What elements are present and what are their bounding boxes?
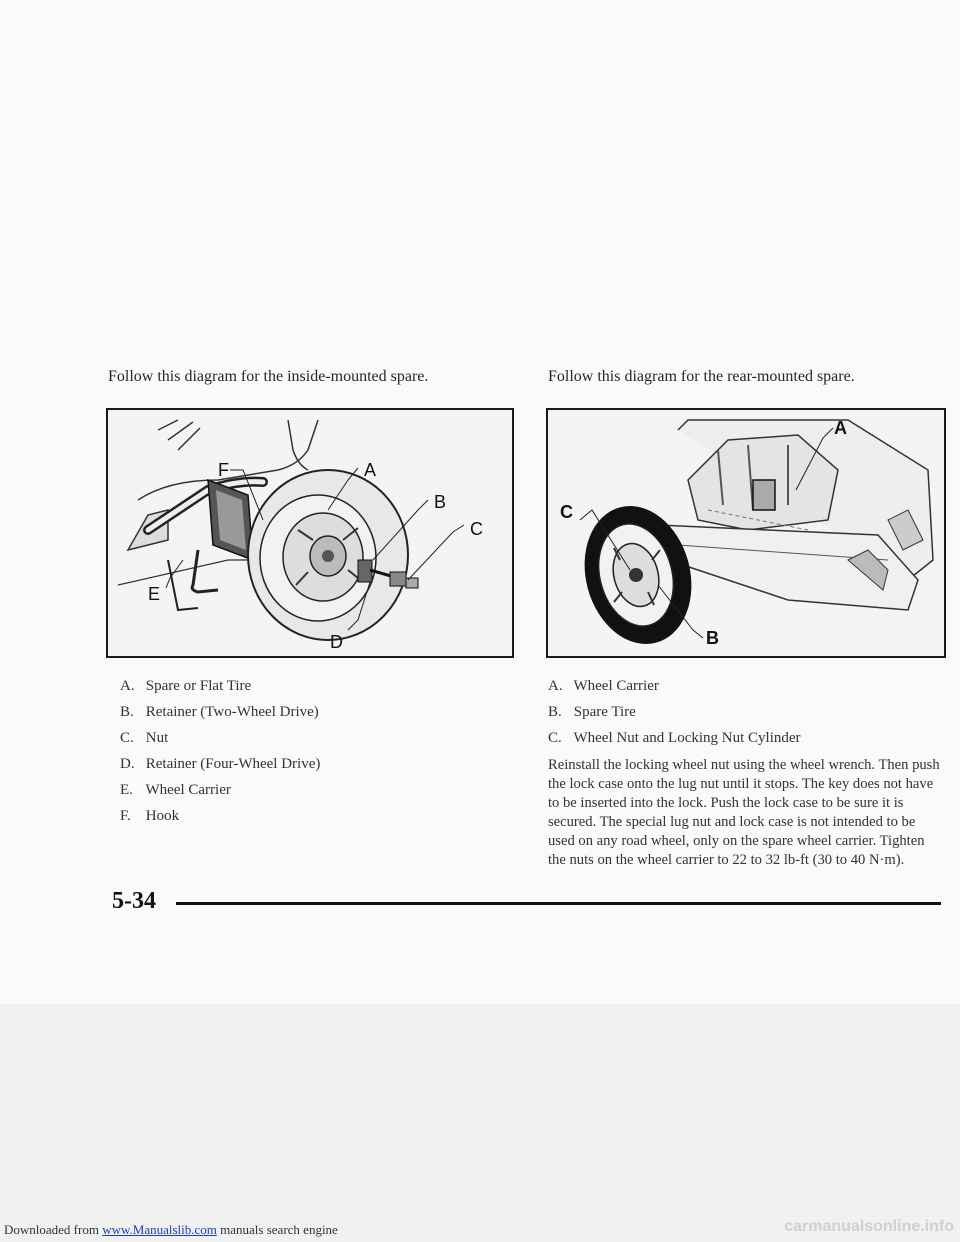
legend-item: E. Wheel Carrier <box>120 777 320 803</box>
legend-text: Spare Tire <box>573 704 636 720</box>
callout-e: E <box>148 584 160 604</box>
rear-spare-legend: A. Wheel Carrier B. Spare Tire C. Wheel … <box>548 673 801 751</box>
legend-key: B. <box>548 704 562 720</box>
legend-text: Spare or Flat Tire <box>145 678 252 694</box>
download-credit: Downloaded from www.Manualslib.com manua… <box>4 1222 338 1238</box>
manualslib-link[interactable]: www.Manualslib.com <box>102 1222 217 1237</box>
bottom-margin <box>0 1004 960 1242</box>
callout-c: C <box>470 519 483 539</box>
legend-item: F. Hook <box>120 803 320 829</box>
callout-a: A <box>364 460 376 480</box>
inside-spare-diagram: F A B C E D <box>106 408 514 658</box>
callout-b: B <box>706 628 719 648</box>
legend-text: Wheel Carrier <box>145 782 231 798</box>
legend-item: C. Wheel Nut and Locking Nut Cylinder <box>548 725 801 751</box>
legend-text: Retainer (Four-Wheel Drive) <box>145 756 321 772</box>
legend-item: D. Retainer (Four-Wheel Drive) <box>120 751 320 777</box>
legend-text: Wheel Nut and Locking Nut Cylinder <box>573 730 801 746</box>
callout-a: A <box>834 418 847 438</box>
footer-rule <box>176 902 941 905</box>
legend-text: Nut <box>145 730 169 746</box>
legend-item: B. Spare Tire <box>548 699 801 725</box>
inside-spare-illustration: F A B C E D <box>117 419 483 652</box>
rear-spare-caption: Follow this diagram for the rear-mounted… <box>548 368 855 385</box>
legend-item: A. Wheel Carrier <box>548 673 801 699</box>
legend-key: C. <box>548 730 562 746</box>
download-credit-suffix: manuals search engine <box>216 1222 338 1237</box>
watermark-text: carmanualsonline.info <box>784 1218 954 1235</box>
legend-item: B. Retainer (Two-Wheel Drive) <box>120 699 320 725</box>
legend-key: A. <box>120 678 135 694</box>
page-number: 5-34 <box>112 888 156 914</box>
legend-key: B. <box>120 704 134 720</box>
legend-key: A. <box>548 678 563 694</box>
legend-key: D. <box>120 756 135 772</box>
legend-key: E. <box>120 782 133 798</box>
inside-spare-legend: A. Spare or Flat Tire B. Retainer (Two-W… <box>120 673 320 829</box>
rear-spare-illustration: A C B <box>560 418 934 648</box>
inside-spare-caption: Follow this diagram for the inside-mount… <box>108 368 429 385</box>
legend-text: Hook <box>145 808 180 824</box>
legend-item: A. Spare or Flat Tire <box>120 673 320 699</box>
callout-f: F <box>218 460 229 480</box>
rear-spare-diagram: A C B <box>546 408 946 658</box>
legend-item: C. Nut <box>120 725 320 751</box>
legend-text: Retainer (Two-Wheel Drive) <box>145 704 319 720</box>
callout-c: C <box>560 502 573 522</box>
download-credit-prefix: Downloaded from <box>4 1222 103 1237</box>
reinstall-instructions: Reinstall the locking wheel nut using th… <box>548 757 940 868</box>
legend-key: F. <box>120 808 131 824</box>
legend-text: Wheel Carrier <box>573 678 659 694</box>
callout-d: D <box>330 632 343 652</box>
legend-key: C. <box>120 730 134 746</box>
callout-b: B <box>434 492 446 512</box>
